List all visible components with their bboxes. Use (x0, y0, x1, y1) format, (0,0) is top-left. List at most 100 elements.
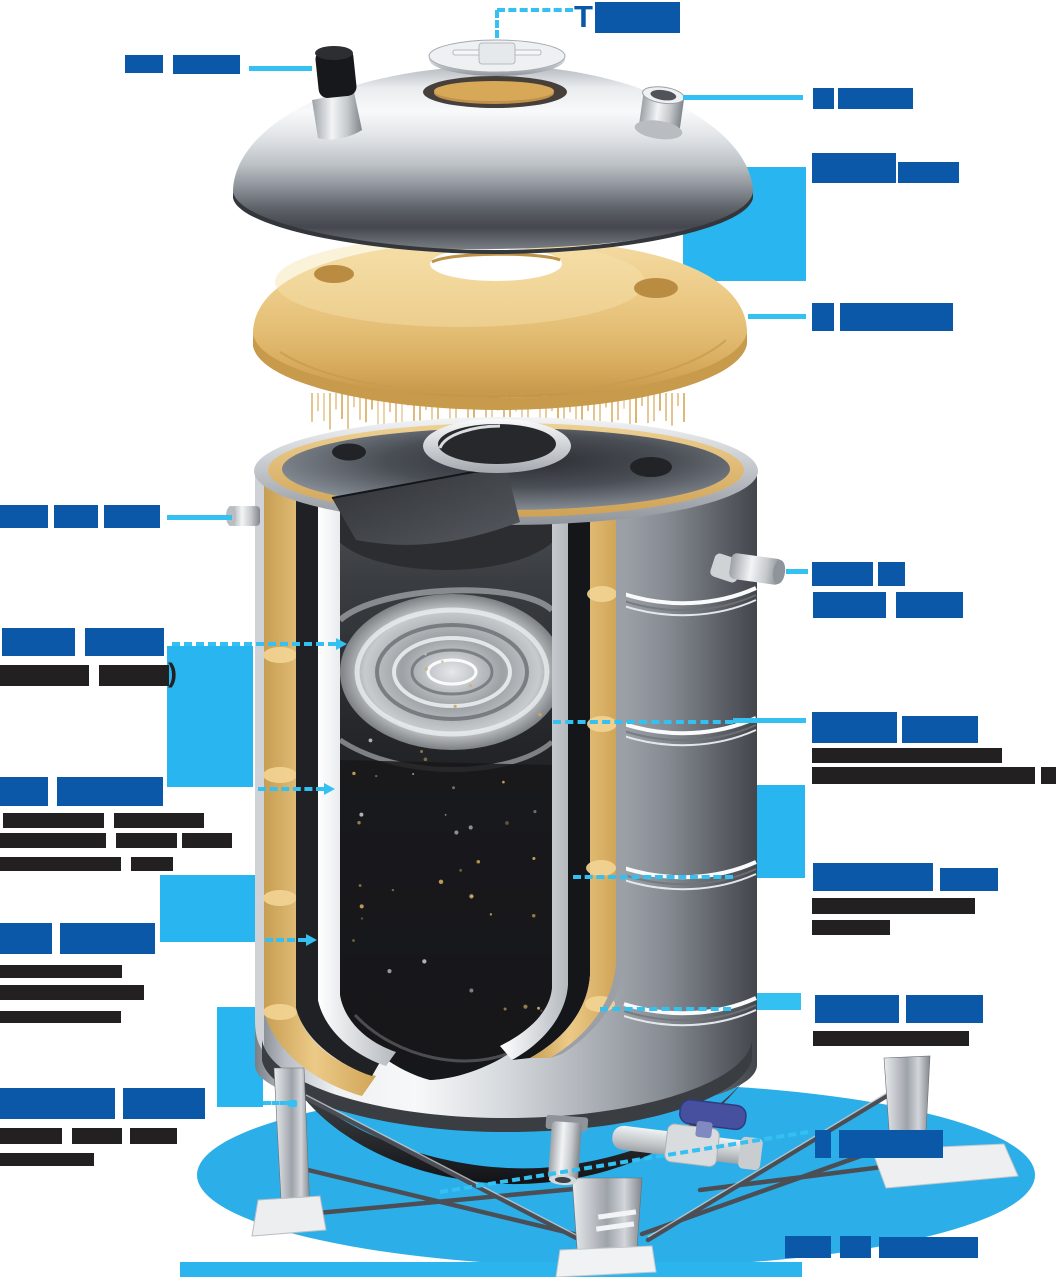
redacted-heading-block (125, 55, 163, 73)
redacted-heading-block (173, 55, 240, 74)
redacted-heading-block (812, 562, 873, 586)
insulation-disc (252, 237, 748, 410)
water-surface (340, 594, 552, 750)
redacted-heading-block (54, 505, 98, 528)
tank-rim (254, 417, 758, 545)
shell-ribs (623, 586, 757, 1027)
redacted-heading-block (0, 1088, 115, 1119)
redacted-subtext-block (182, 833, 232, 848)
rim-hole-right (630, 457, 672, 477)
stand-braces (283, 1091, 925, 1245)
leader-line (600, 1007, 731, 1011)
highlight-box-outer-tank-left (160, 875, 263, 942)
redacted-heading-block (0, 777, 48, 806)
label-glyph: T (574, 0, 593, 34)
leader-line (172, 642, 336, 646)
leader-line (748, 314, 806, 319)
redacted-heading-block (902, 716, 978, 743)
redacted-heading-block (785, 1236, 831, 1258)
tank-lid (232, 39, 754, 254)
air-vent (312, 46, 362, 140)
redacted-heading-block (940, 868, 998, 891)
leader-line (683, 95, 803, 100)
redacted-heading-block (123, 1088, 205, 1119)
disc-hole-right (634, 278, 678, 298)
redacted-subtext-block (0, 1011, 121, 1023)
redacted-subtext-block (812, 898, 975, 914)
leader-line (733, 718, 806, 723)
stand (251, 1055, 1019, 1277)
redacted-subtext-block (812, 767, 1035, 784)
redacted-heading-block (906, 995, 983, 1023)
rim-hole-left (332, 443, 366, 461)
redacted-heading-block (815, 1130, 831, 1158)
leader-arrow-dot (288, 1100, 297, 1107)
redacted-subtext-block (72, 1128, 122, 1144)
redacted-subtext-block (0, 965, 122, 978)
redacted-heading-block (878, 562, 905, 586)
redacted-subtext-block (0, 1153, 94, 1166)
redacted-heading-block (595, 2, 680, 33)
label-glyph: ) (168, 658, 177, 688)
redacted-heading-block (812, 153, 896, 183)
leader-line (553, 720, 733, 724)
leader-line (167, 515, 232, 520)
leader-line (258, 787, 324, 791)
leader-line (786, 569, 808, 574)
redacted-subtext-block (812, 748, 1002, 763)
redacted-heading-block (840, 303, 953, 331)
water-droplet-speckles (352, 653, 543, 1012)
tank-bottom-cone (292, 1080, 744, 1185)
redacted-subtext-block (99, 665, 169, 686)
redacted-subtext-block (1041, 767, 1056, 784)
redacted-heading-block (0, 923, 52, 954)
redacted-subtext-block (131, 857, 173, 871)
redacted-heading-block (813, 88, 834, 109)
redacted-subtext-block (116, 833, 177, 848)
redacted-subtext-block (813, 1031, 969, 1046)
redacted-heading-block (85, 628, 164, 656)
leader-line (249, 66, 312, 71)
redacted-subtext-block (3, 813, 104, 828)
redacted-heading-block (0, 505, 48, 528)
stand-foot-front (555, 1245, 657, 1277)
redacted-heading-block (839, 1130, 943, 1158)
redacted-heading-block (812, 303, 834, 331)
redacted-heading-block (104, 505, 160, 528)
leader-arrowhead (336, 638, 347, 650)
insulation-cross-section-right (500, 470, 626, 1060)
redacted-subtext-block (812, 920, 890, 935)
lid-cap-handle (478, 42, 516, 65)
redacted-subtext-block (0, 833, 106, 848)
leader-arrowhead (324, 783, 335, 795)
leader-line (573, 875, 733, 879)
redacted-heading-block (896, 592, 963, 618)
redacted-heading-block (813, 863, 933, 891)
redacted-subtext-block (0, 1128, 62, 1144)
leader-line (263, 1101, 288, 1105)
disc-hole-left (314, 265, 354, 283)
redacted-heading-block (57, 777, 163, 806)
redacted-heading-block (879, 1237, 978, 1258)
redacted-heading-block (813, 592, 886, 618)
lid-cap (428, 39, 566, 76)
redacted-subtext-block (0, 665, 89, 686)
drain-outlet (545, 1114, 589, 1186)
redacted-heading-block (815, 995, 899, 1023)
redacted-heading-block (2, 628, 75, 656)
redacted-heading-block (838, 88, 913, 109)
redacted-subtext-block (0, 857, 121, 871)
redacted-heading-block (60, 923, 155, 954)
tank-nozzle-right (710, 553, 786, 585)
leader-line (265, 938, 306, 942)
redacted-heading-block (812, 712, 897, 743)
highlight-box-inner-tank-left (167, 646, 253, 787)
outlet-valve (612, 1099, 763, 1171)
redacted-subtext-block (0, 985, 144, 1000)
redacted-subtext-block (114, 813, 204, 828)
redacted-heading-block (840, 1236, 871, 1258)
redacted-heading-block (898, 162, 959, 183)
